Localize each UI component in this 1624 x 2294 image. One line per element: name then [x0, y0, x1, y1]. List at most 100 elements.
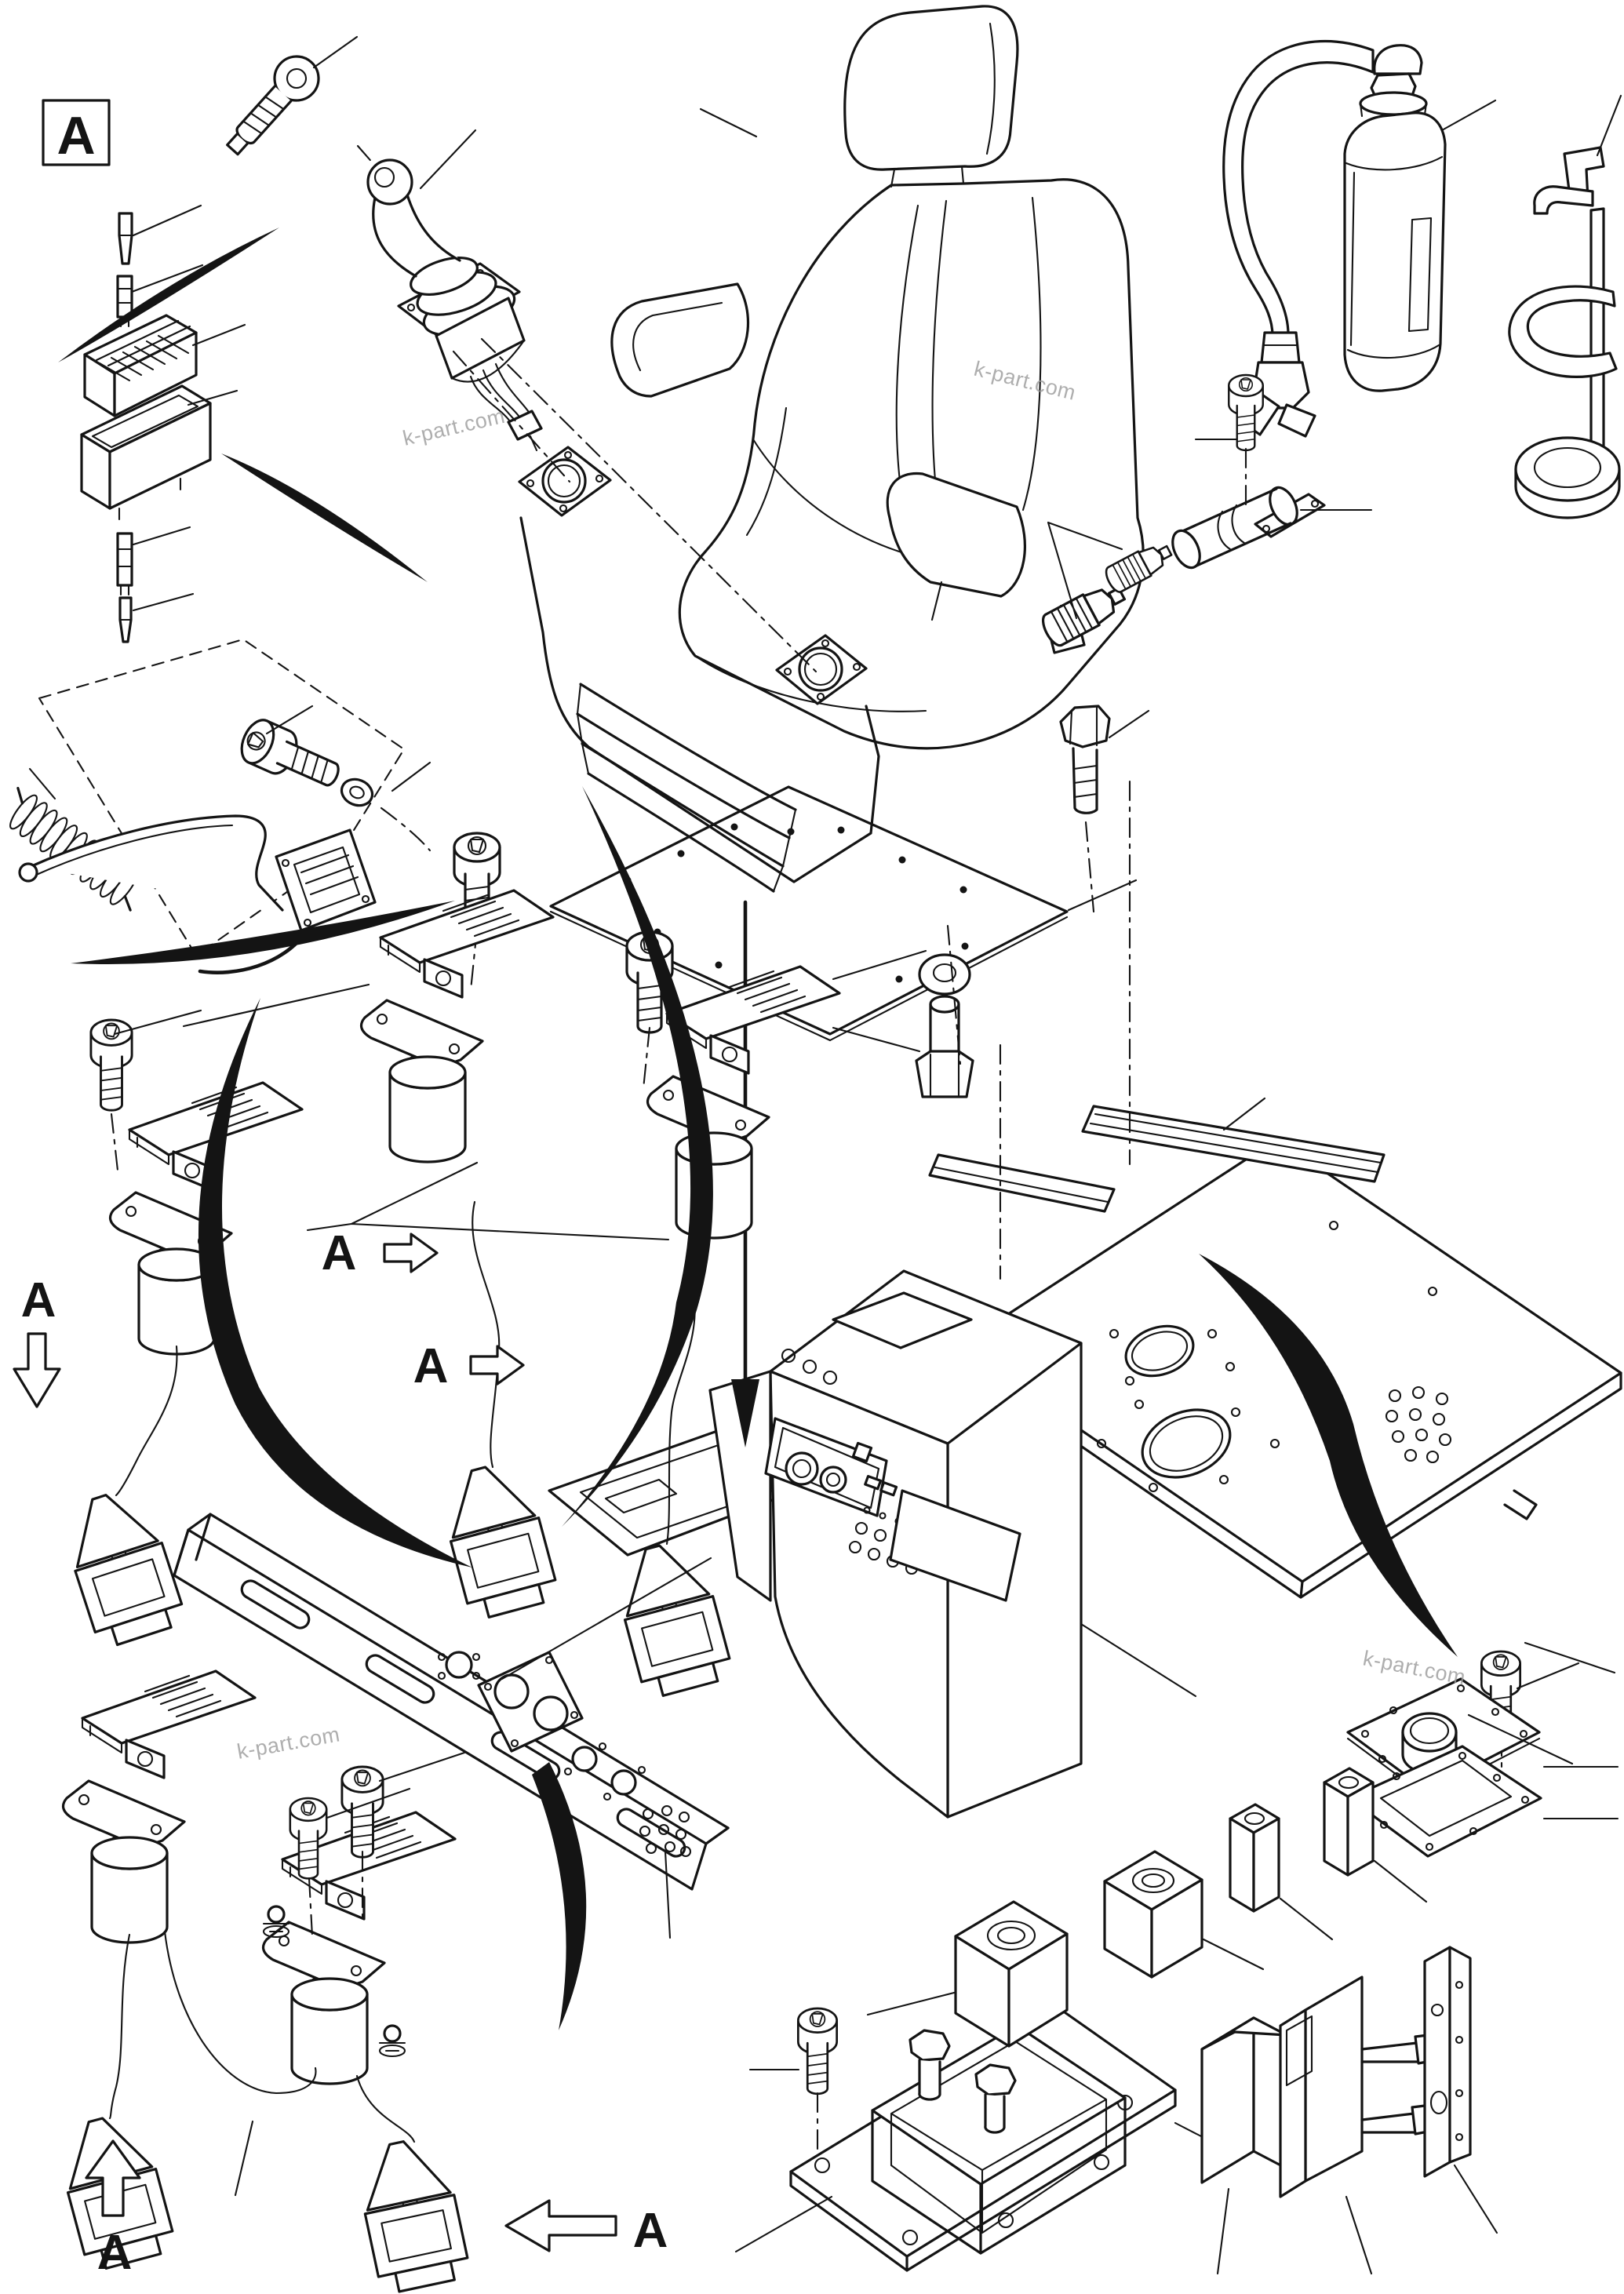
- console-lower-panel: [889, 1489, 1021, 1602]
- seat-base: [519, 516, 880, 883]
- rubber-pad: [1200, 2016, 1288, 2184]
- seat-backrest: [678, 178, 1145, 750]
- joystick-mount-flange-right: [775, 634, 868, 705]
- seat-hex-bolt: [1059, 705, 1111, 814]
- projection-right: [480, 337, 817, 673]
- operator-seat: [518, 5, 1145, 893]
- right-arrow-icon: [469, 1345, 525, 1386]
- bracket-cup: [1514, 436, 1621, 519]
- joystick-leader: [419, 129, 477, 190]
- bracket-strap: [1508, 285, 1618, 378]
- svg-text:A: A: [633, 2204, 668, 2258]
- terminal-lower: [116, 532, 133, 587]
- cable-b: [355, 2074, 416, 2143]
- armrest-right: [886, 472, 1026, 598]
- detail-marker-right-1: A: [322, 1226, 439, 1280]
- watermark: k-part.com: [401, 404, 508, 450]
- buzzer-with-clamp: [1171, 373, 1373, 570]
- watermark: k-part.com: [235, 1722, 342, 1764]
- svg-text:A: A: [21, 1273, 56, 1327]
- svg-text:A: A: [322, 1226, 357, 1280]
- control-console: [708, 1269, 1236, 1819]
- damper-blocks: [866, 1767, 1428, 2048]
- detail-marker-down: A: [13, 1273, 61, 1408]
- connector-leaders: [130, 204, 246, 612]
- pedal-dual-centre: [182, 832, 841, 1702]
- pedal-dual-bottom-left: [50, 1670, 473, 2294]
- block-post-1: [1229, 1803, 1280, 1913]
- armrest-left: [610, 282, 750, 398]
- left-arrow-icon: [504, 2199, 617, 2252]
- joystick-mount-flange-left: [518, 446, 612, 517]
- detail-marker-up: A: [85, 2139, 141, 2280]
- pedal-cable-2: [665, 1273, 696, 1546]
- cover-gasket-plate: [1348, 1745, 1542, 1858]
- cable-clamp-a: [262, 1905, 290, 1939]
- down-arrow-icon: [13, 1332, 61, 1408]
- svg-text:A: A: [413, 1339, 449, 1393]
- joystick-bolt: [226, 55, 320, 156]
- dsub-connector-plate: [275, 828, 377, 932]
- swoosh-to-connector: [58, 228, 279, 362]
- watermark: k-part.com: [1361, 1646, 1468, 1689]
- connector-housing: [80, 384, 212, 521]
- seat-headrest: [843, 5, 1019, 171]
- swoosh-arrows: [58, 228, 1458, 2030]
- swoosh-centre: [562, 786, 713, 1527]
- pedal-single-left: [54, 1009, 304, 1651]
- swoosh-right: [1199, 1254, 1458, 1657]
- panel-round-openings: [437, 1651, 646, 1801]
- seat-suspension-bellows: [576, 683, 797, 893]
- cover-plate-set: [1346, 1650, 1619, 1858]
- bolt-leader: [312, 35, 359, 69]
- console-cable-hole: [1109, 1324, 1236, 1386]
- joystick-wires: [469, 362, 532, 425]
- right-arrow-icon: [383, 1233, 439, 1273]
- swoosh-c-left: [198, 998, 472, 1568]
- up-arrow-icon: [85, 2139, 141, 2217]
- box-hex-plug-2: [974, 2063, 1017, 2134]
- misc-leader-lines: [323, 1097, 1616, 1939]
- connector-kit: [80, 204, 246, 643]
- box-hex-plug-1: [908, 2029, 951, 2101]
- fire-extinguisher: [1222, 39, 1497, 438]
- swoosh-bottom: [532, 1762, 587, 2030]
- connector-grid-block: [83, 314, 198, 417]
- extinguisher-elbow: [1373, 44, 1423, 75]
- extinguisher-bracket: [1508, 94, 1622, 519]
- terminal-upper: [116, 275, 133, 319]
- washer-and-stud: [915, 953, 974, 1098]
- channel-bracket: [1279, 1975, 1445, 2198]
- link-cable: [163, 1930, 317, 2095]
- seat-leader: [699, 107, 758, 138]
- speaker-hole-cluster-left: [639, 1804, 692, 1858]
- extinguisher-bottle: [1343, 111, 1447, 392]
- terminal-box: [734, 2007, 1232, 2272]
- view-label: A: [56, 106, 95, 166]
- swoosh-to-housing: [221, 453, 428, 582]
- mount-bracket-set: [1200, 1946, 1498, 2275]
- rear-rails: [928, 1105, 1385, 1213]
- block-post-2: [1323, 1767, 1375, 1877]
- pedal-cable: [115, 1345, 178, 1497]
- floor-screw: [289, 1797, 328, 1938]
- lever-detail-group: [9, 638, 431, 974]
- cable-clamp-b: [378, 2024, 406, 2058]
- floor-bolt-holes: [1096, 1220, 1438, 1493]
- switch-panel: [764, 1417, 898, 1517]
- threaded-plugs: [1037, 521, 1177, 650]
- contact-pin-upper: [118, 212, 133, 265]
- cab-floor-assembly: [173, 1105, 1622, 1891]
- block-large-2: [1103, 1850, 1203, 1979]
- lever-rod: [28, 814, 284, 912]
- block-large-1: [954, 1900, 1069, 2048]
- speaker-hole-cluster-right: [1385, 1386, 1452, 1464]
- cable-a: [108, 1933, 131, 2120]
- detail-marker-left: A: [504, 2199, 668, 2258]
- joystick-assembly: [226, 35, 817, 673]
- svg-text:A: A: [97, 2226, 133, 2280]
- bracket-side-plate: [1423, 1946, 1472, 2178]
- projection-left: [452, 350, 571, 483]
